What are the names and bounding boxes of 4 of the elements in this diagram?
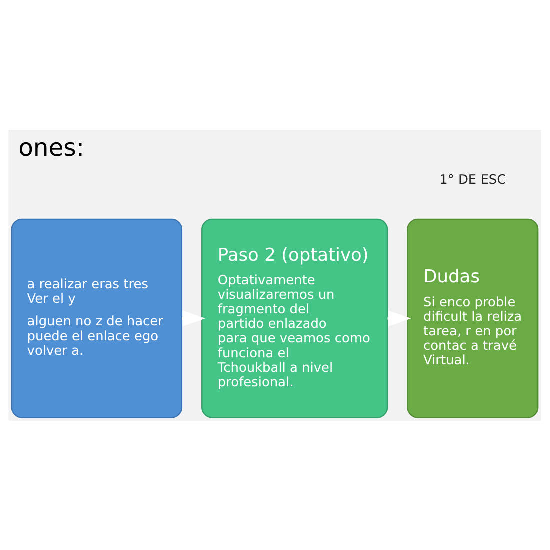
diagram-title: ones: — [18, 132, 85, 162]
node-box: Dudas Si enco proble dificult la reliza tarea, r en por contac a travé Virtual. — [407, 218, 539, 418]
node-box: Paso 2 (optativo) Optativamente visualizaremos un fragmento del partido enlazado para que veamos como funciona el Tchoukball a nivel profesional. — [202, 218, 388, 418]
label: 1° DE ESC — [440, 172, 506, 188]
